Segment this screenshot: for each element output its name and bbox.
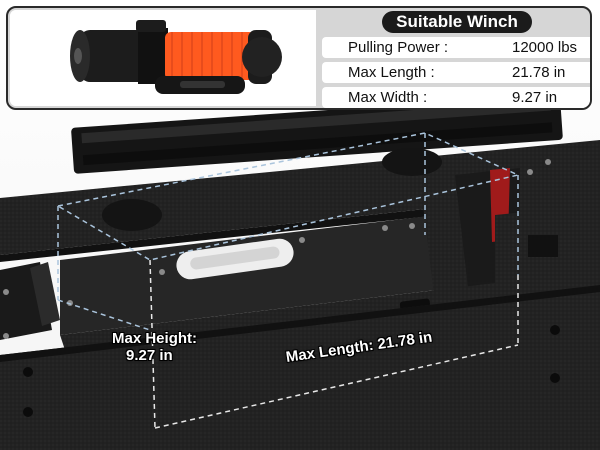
spec-label: Max Length :	[348, 64, 435, 81]
bolts	[3, 159, 551, 339]
front-beam	[0, 285, 600, 450]
max-height-value: 9.27 in	[126, 347, 173, 364]
spec-label: Max Width :	[348, 89, 428, 106]
spec-value: 12000 lbs	[512, 39, 578, 56]
max-height-label: Max Height: 9.27 in	[112, 330, 197, 364]
spec-value: 21.78 in	[512, 64, 566, 81]
spec-row-pulling-power: Pulling Power : 12000 lbs	[322, 37, 590, 58]
winch-image	[10, 10, 316, 106]
spec-panel: Suitable Winch Pulling Power : 12000 lbs…	[318, 8, 590, 108]
spec-row-max-width: Max Width : 9.27 in	[322, 87, 590, 108]
spec-row-max-length: Max Length : 21.78 in	[322, 62, 590, 83]
spec-label: Pulling Power :	[348, 39, 449, 56]
dimension-guides	[55, 132, 521, 429]
spec-card: Suitable Winch Pulling Power : 12000 lbs…	[6, 6, 592, 110]
max-height-title: Max Height:	[112, 330, 198, 347]
light-bar	[71, 94, 563, 174]
cradle-back-wall	[60, 205, 520, 335]
spec-title: Suitable Winch	[382, 11, 532, 33]
spec-value: 9.27 in	[512, 89, 558, 106]
fairlead-plate	[176, 238, 294, 280]
